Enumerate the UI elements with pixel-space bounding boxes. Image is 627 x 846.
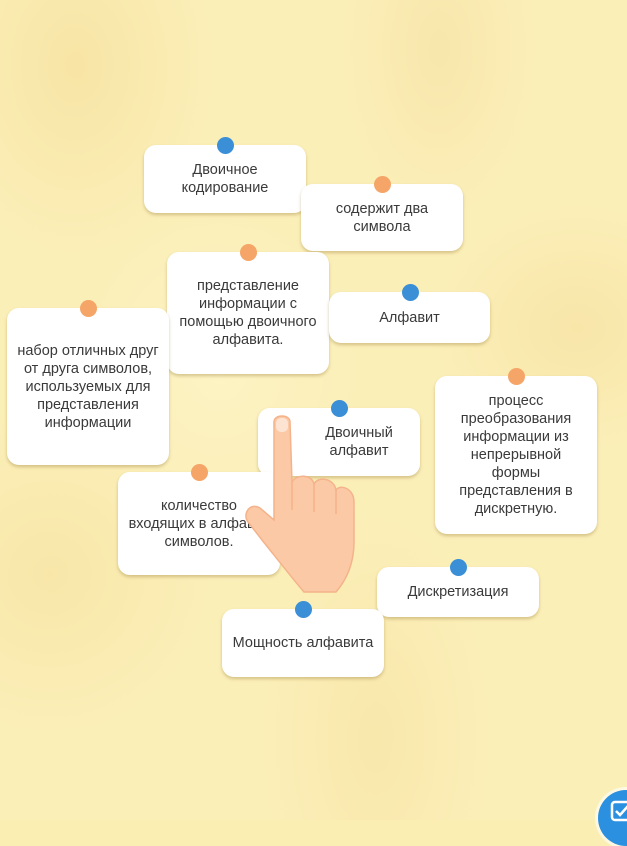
card-text: процесс преобразования информации из неп…: [459, 393, 573, 517]
card-alphabet-power[interactable]: Мощность алфавита: [222, 601, 384, 677]
check-icon: [610, 800, 627, 822]
term-pin-icon: [401, 284, 419, 301]
term-pin-icon: [295, 601, 312, 618]
term-pin-icon: [331, 400, 348, 417]
card-discretization[interactable]: Дискретизация: [377, 559, 539, 617]
card-symbol-count[interactable]: количество входящих в алфавит символов.: [118, 464, 280, 575]
card-text: Дискретизация: [407, 584, 509, 600]
card-alphabet[interactable]: Алфавит: [329, 284, 490, 343]
definition-pin-icon: [374, 176, 391, 193]
card-text: Алфавит: [379, 309, 440, 326]
term-pin-icon: [450, 559, 467, 576]
card-text: набор отличных друг от друга символов, и…: [17, 342, 159, 431]
card-text: содержит два символа: [335, 200, 429, 235]
card-text: Двоичное кодирование: [181, 162, 269, 196]
card-text: представление информации с помощью двоич…: [179, 278, 317, 348]
card-discretization-process[interactable]: процесс преобразования информации из неп…: [435, 368, 597, 534]
card-binary-alphabet[interactable]: Двоичный алфавит: [258, 400, 420, 476]
card-text: количество входящих в алфавит символов.: [128, 497, 270, 550]
definition-pin-icon: [240, 244, 257, 261]
card-contains-two-symbols[interactable]: содержит два символа: [301, 176, 463, 251]
card-binary-representation[interactable]: представление информации с помощью двоич…: [167, 244, 329, 374]
card-text: Двоичный алфавит: [325, 425, 393, 459]
definition-pin-icon: [508, 368, 525, 385]
definition-pin-icon: [191, 464, 208, 481]
card-text: Мощность алфавита: [232, 635, 374, 651]
definition-pin-icon: [80, 300, 97, 317]
term-pin-icon: [217, 137, 234, 154]
card-binary-coding[interactable]: Двоичное кодирование: [144, 137, 306, 213]
card-set-of-symbols[interactable]: набор отличных друг от друга символов, и…: [7, 300, 169, 465]
